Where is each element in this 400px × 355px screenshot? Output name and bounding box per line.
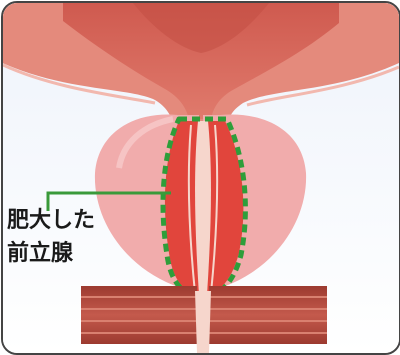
enlarged-zone xyxy=(165,121,243,295)
pelvic-muscle xyxy=(81,286,327,353)
label-prostate: 前立腺 xyxy=(7,239,73,269)
label-enlarged: 肥大した xyxy=(7,206,95,236)
prostate-illustration xyxy=(3,3,399,353)
